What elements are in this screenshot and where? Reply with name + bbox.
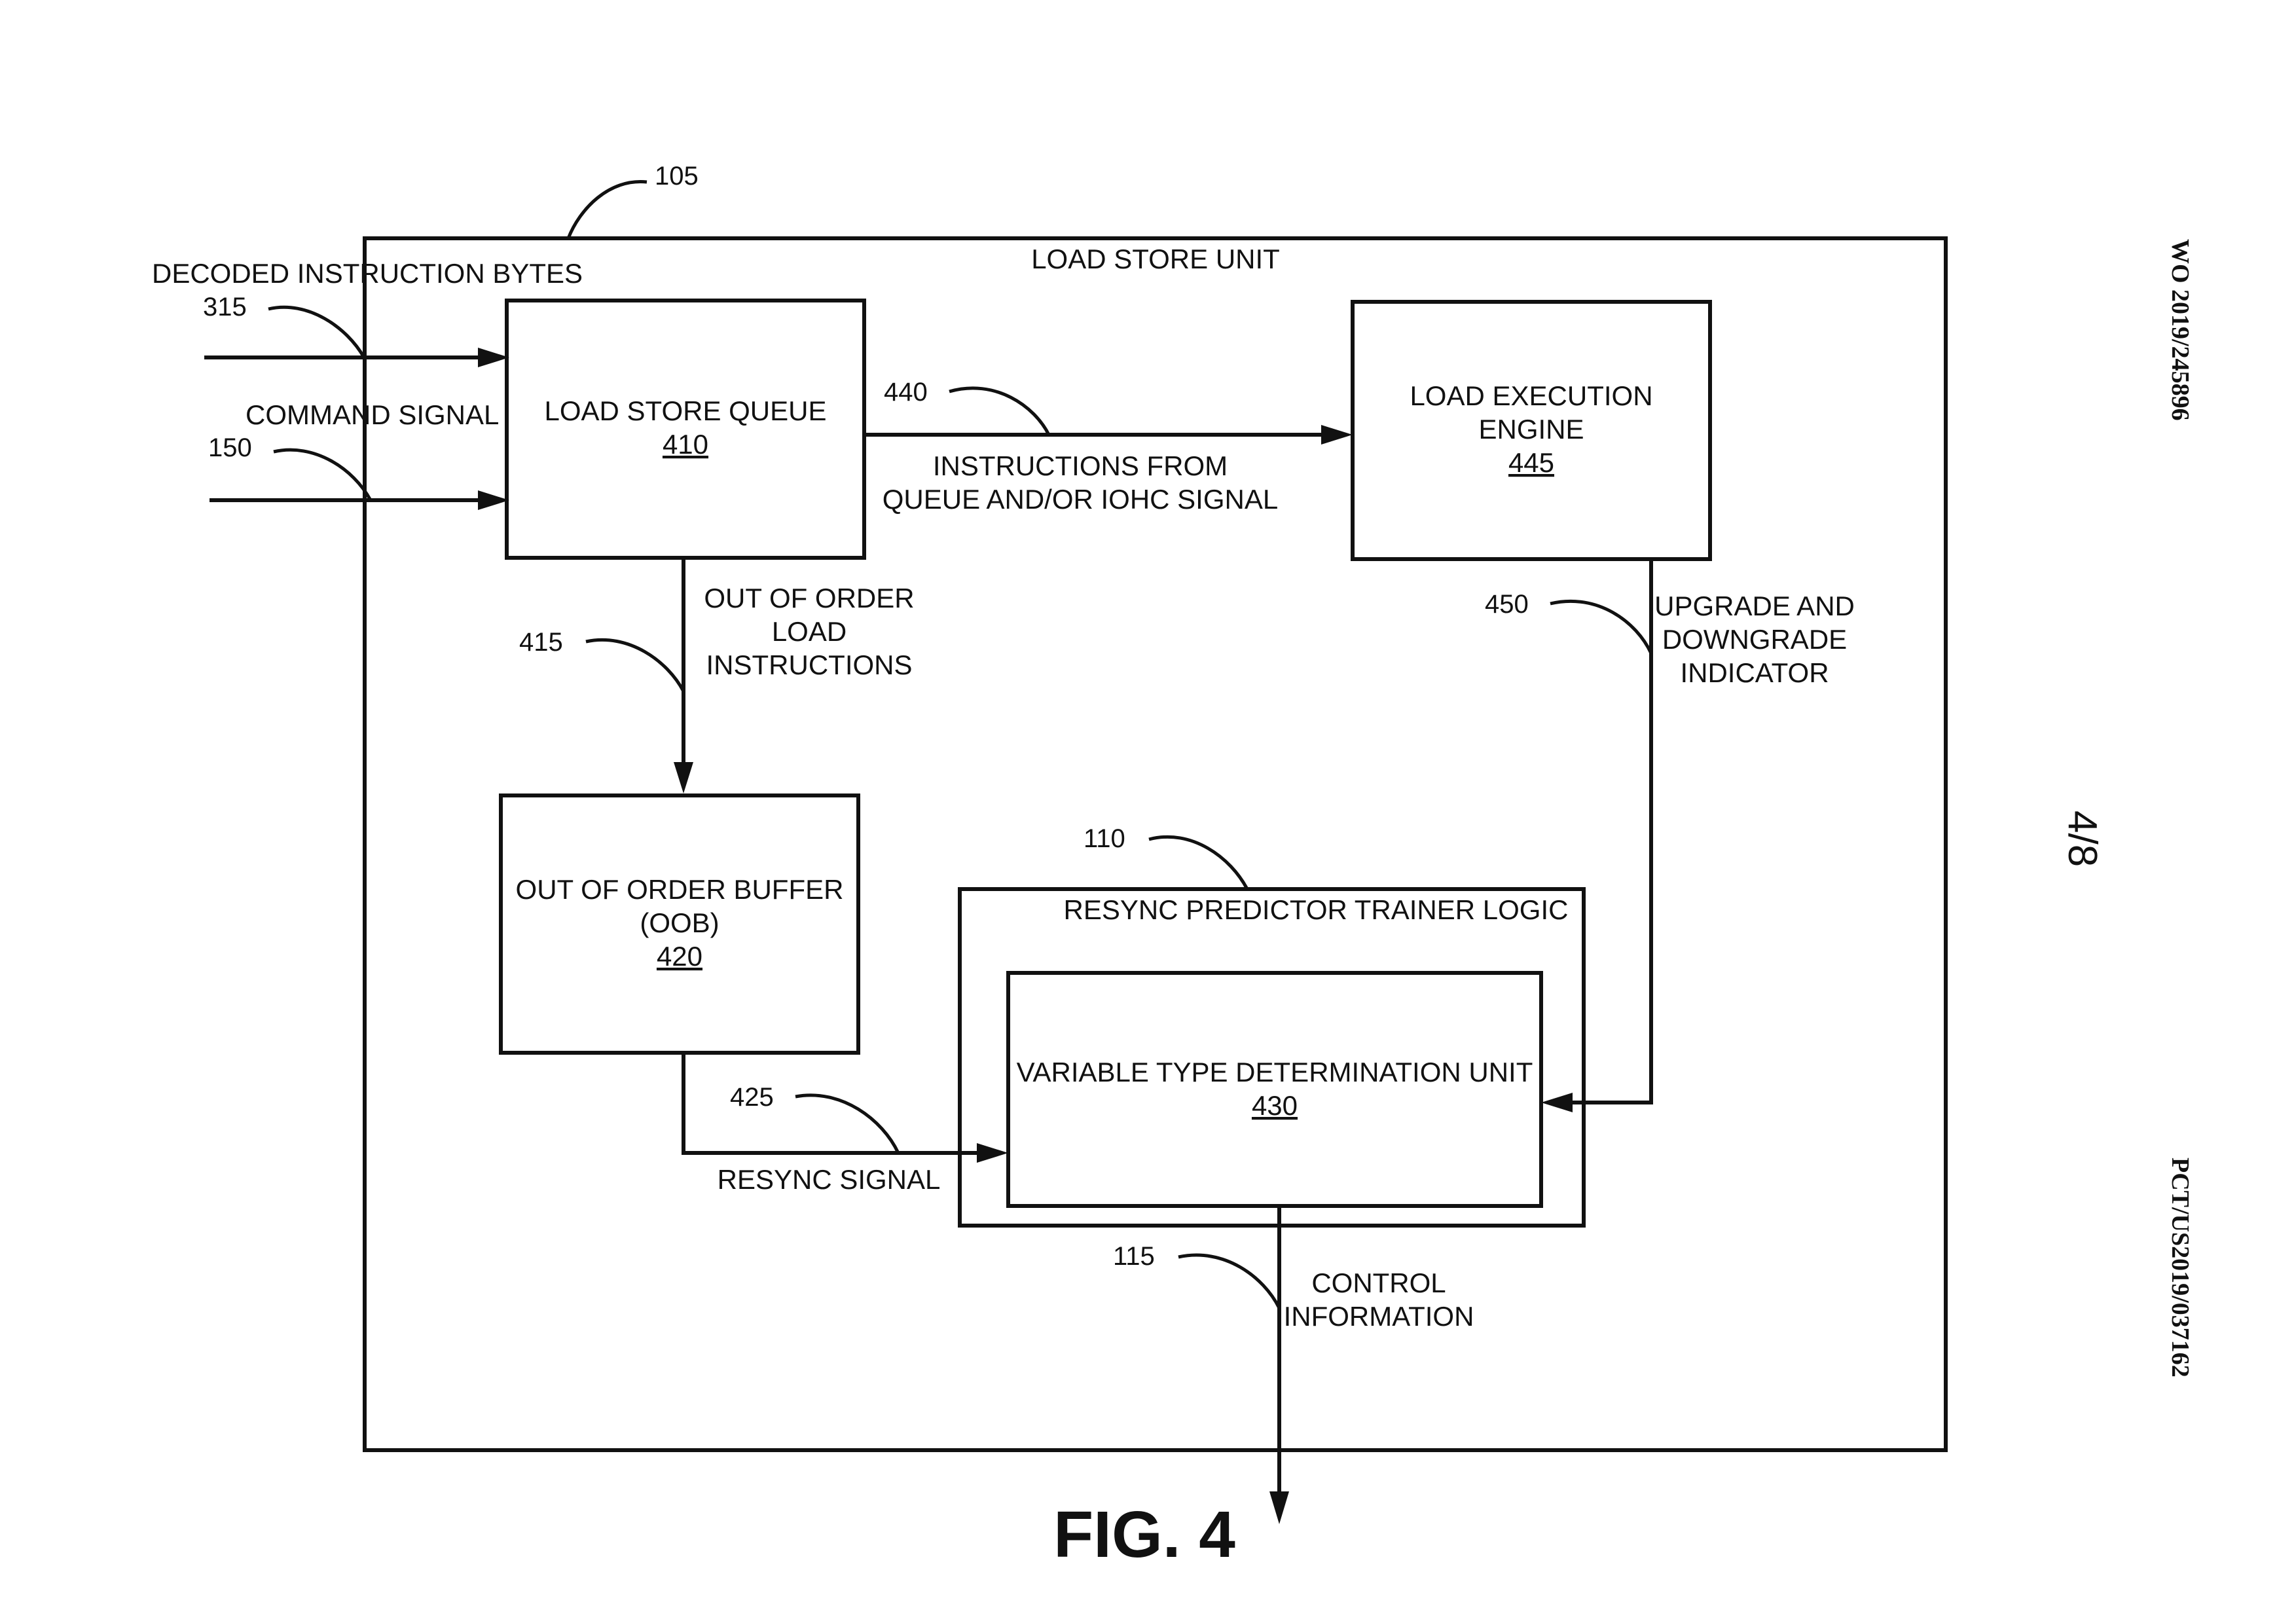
ref-415: 415 xyxy=(519,628,563,657)
instructions-label-line1: INSTRUCTIONS FROM xyxy=(933,450,1228,481)
command-signal-arrowhead xyxy=(478,490,509,510)
load-store-unit-box xyxy=(363,236,1948,1452)
resync-predictor-trainer-logic-title: RESYNC PREDICTOR TRAINER LOGIC xyxy=(1064,894,1569,925)
upgrade-label-line2: DOWNGRADE xyxy=(1662,624,1847,655)
leader-105 xyxy=(566,180,647,239)
publication-number: WO 2019/245896 xyxy=(2166,239,2194,421)
control-information-arrowhead xyxy=(1269,1491,1289,1524)
out-of-order-load-arrowhead xyxy=(674,762,693,793)
resync-signal-label: RESYNC SIGNAL xyxy=(718,1164,941,1195)
ref-105: 105 xyxy=(655,162,699,191)
ooo-label-line2: LOAD xyxy=(772,616,847,647)
control-label-line2: INFORMATION xyxy=(1284,1301,1474,1332)
leader-450 xyxy=(1550,599,1653,655)
control-label-line1: CONTROL xyxy=(1311,1267,1446,1298)
upgrade-downgrade-wire xyxy=(1573,559,1653,1104)
instructions-arrowhead xyxy=(1321,425,1353,445)
leader-115 xyxy=(1178,1253,1281,1309)
resync-signal-wire xyxy=(682,1053,977,1155)
resync-signal-arrowhead xyxy=(977,1143,1008,1163)
decoded-instruction-bytes-label: DECODED INSTRUCTION BYTES xyxy=(152,258,583,289)
ref-115: 115 xyxy=(1113,1242,1155,1271)
ref-425: 425 xyxy=(730,1083,774,1112)
variable-type-determination-unit-box xyxy=(1006,971,1543,1208)
variable-type-determination-unit-number: 430 xyxy=(1252,1090,1298,1121)
ref-110: 110 xyxy=(1084,824,1125,853)
application-number: PCT/US2019/037162 xyxy=(2166,1158,2194,1377)
leader-440 xyxy=(949,386,1051,436)
out-of-order-buffer-title-line2: (OOB) xyxy=(640,907,719,938)
resync-predictor-trainer-logic-box xyxy=(958,887,1586,1228)
load-execution-engine-box xyxy=(1351,300,1712,561)
load-store-queue-title: LOAD STORE QUEUE xyxy=(545,395,827,426)
variable-type-determination-unit-title: VARIABLE TYPE DETERMINATION UNIT xyxy=(1017,1057,1533,1087)
ooo-label-line1: OUT OF ORDER xyxy=(704,583,914,613)
upgrade-downgrade-arrowhead xyxy=(1541,1093,1573,1112)
out-of-order-buffer-title-line1: OUT OF ORDER BUFFER xyxy=(516,874,844,905)
leader-415 xyxy=(585,638,685,693)
load-execution-engine-title-line2: ENGINE xyxy=(1478,414,1584,445)
leader-110 xyxy=(1148,835,1249,890)
ooo-label-line3: INSTRUCTIONS xyxy=(706,649,913,680)
leader-150 xyxy=(273,448,373,501)
ref-150: 150 xyxy=(208,433,252,462)
out-of-order-buffer-number: 420 xyxy=(657,941,702,972)
upgrade-label-line3: INDICATOR xyxy=(1680,657,1829,688)
decoded-instruction-bytes-arrowhead xyxy=(478,348,509,367)
load-execution-engine-title-line1: LOAD EXECUTION xyxy=(1410,380,1652,411)
upgrade-label-line1: UPGRADE AND xyxy=(1654,591,1855,621)
instructions-label-line2: QUEUE AND/OR IOHC SIGNAL xyxy=(883,484,1278,515)
command-signal-label: COMMAND SIGNAL xyxy=(246,399,499,430)
sheet-number: 4/8 xyxy=(2060,811,2105,867)
figure-label: FIG. 4 xyxy=(1053,1498,1235,1571)
ref-315: 315 xyxy=(203,293,247,321)
leader-315 xyxy=(268,305,366,359)
out-of-order-buffer-box xyxy=(499,793,860,1055)
leader-425 xyxy=(795,1093,900,1154)
load-store-unit-title: LOAD STORE UNIT xyxy=(1031,244,1280,274)
load-execution-engine-number: 445 xyxy=(1508,447,1554,478)
ref-440: 440 xyxy=(884,378,928,407)
load-store-queue-number: 410 xyxy=(663,429,708,460)
ref-450: 450 xyxy=(1485,590,1529,619)
